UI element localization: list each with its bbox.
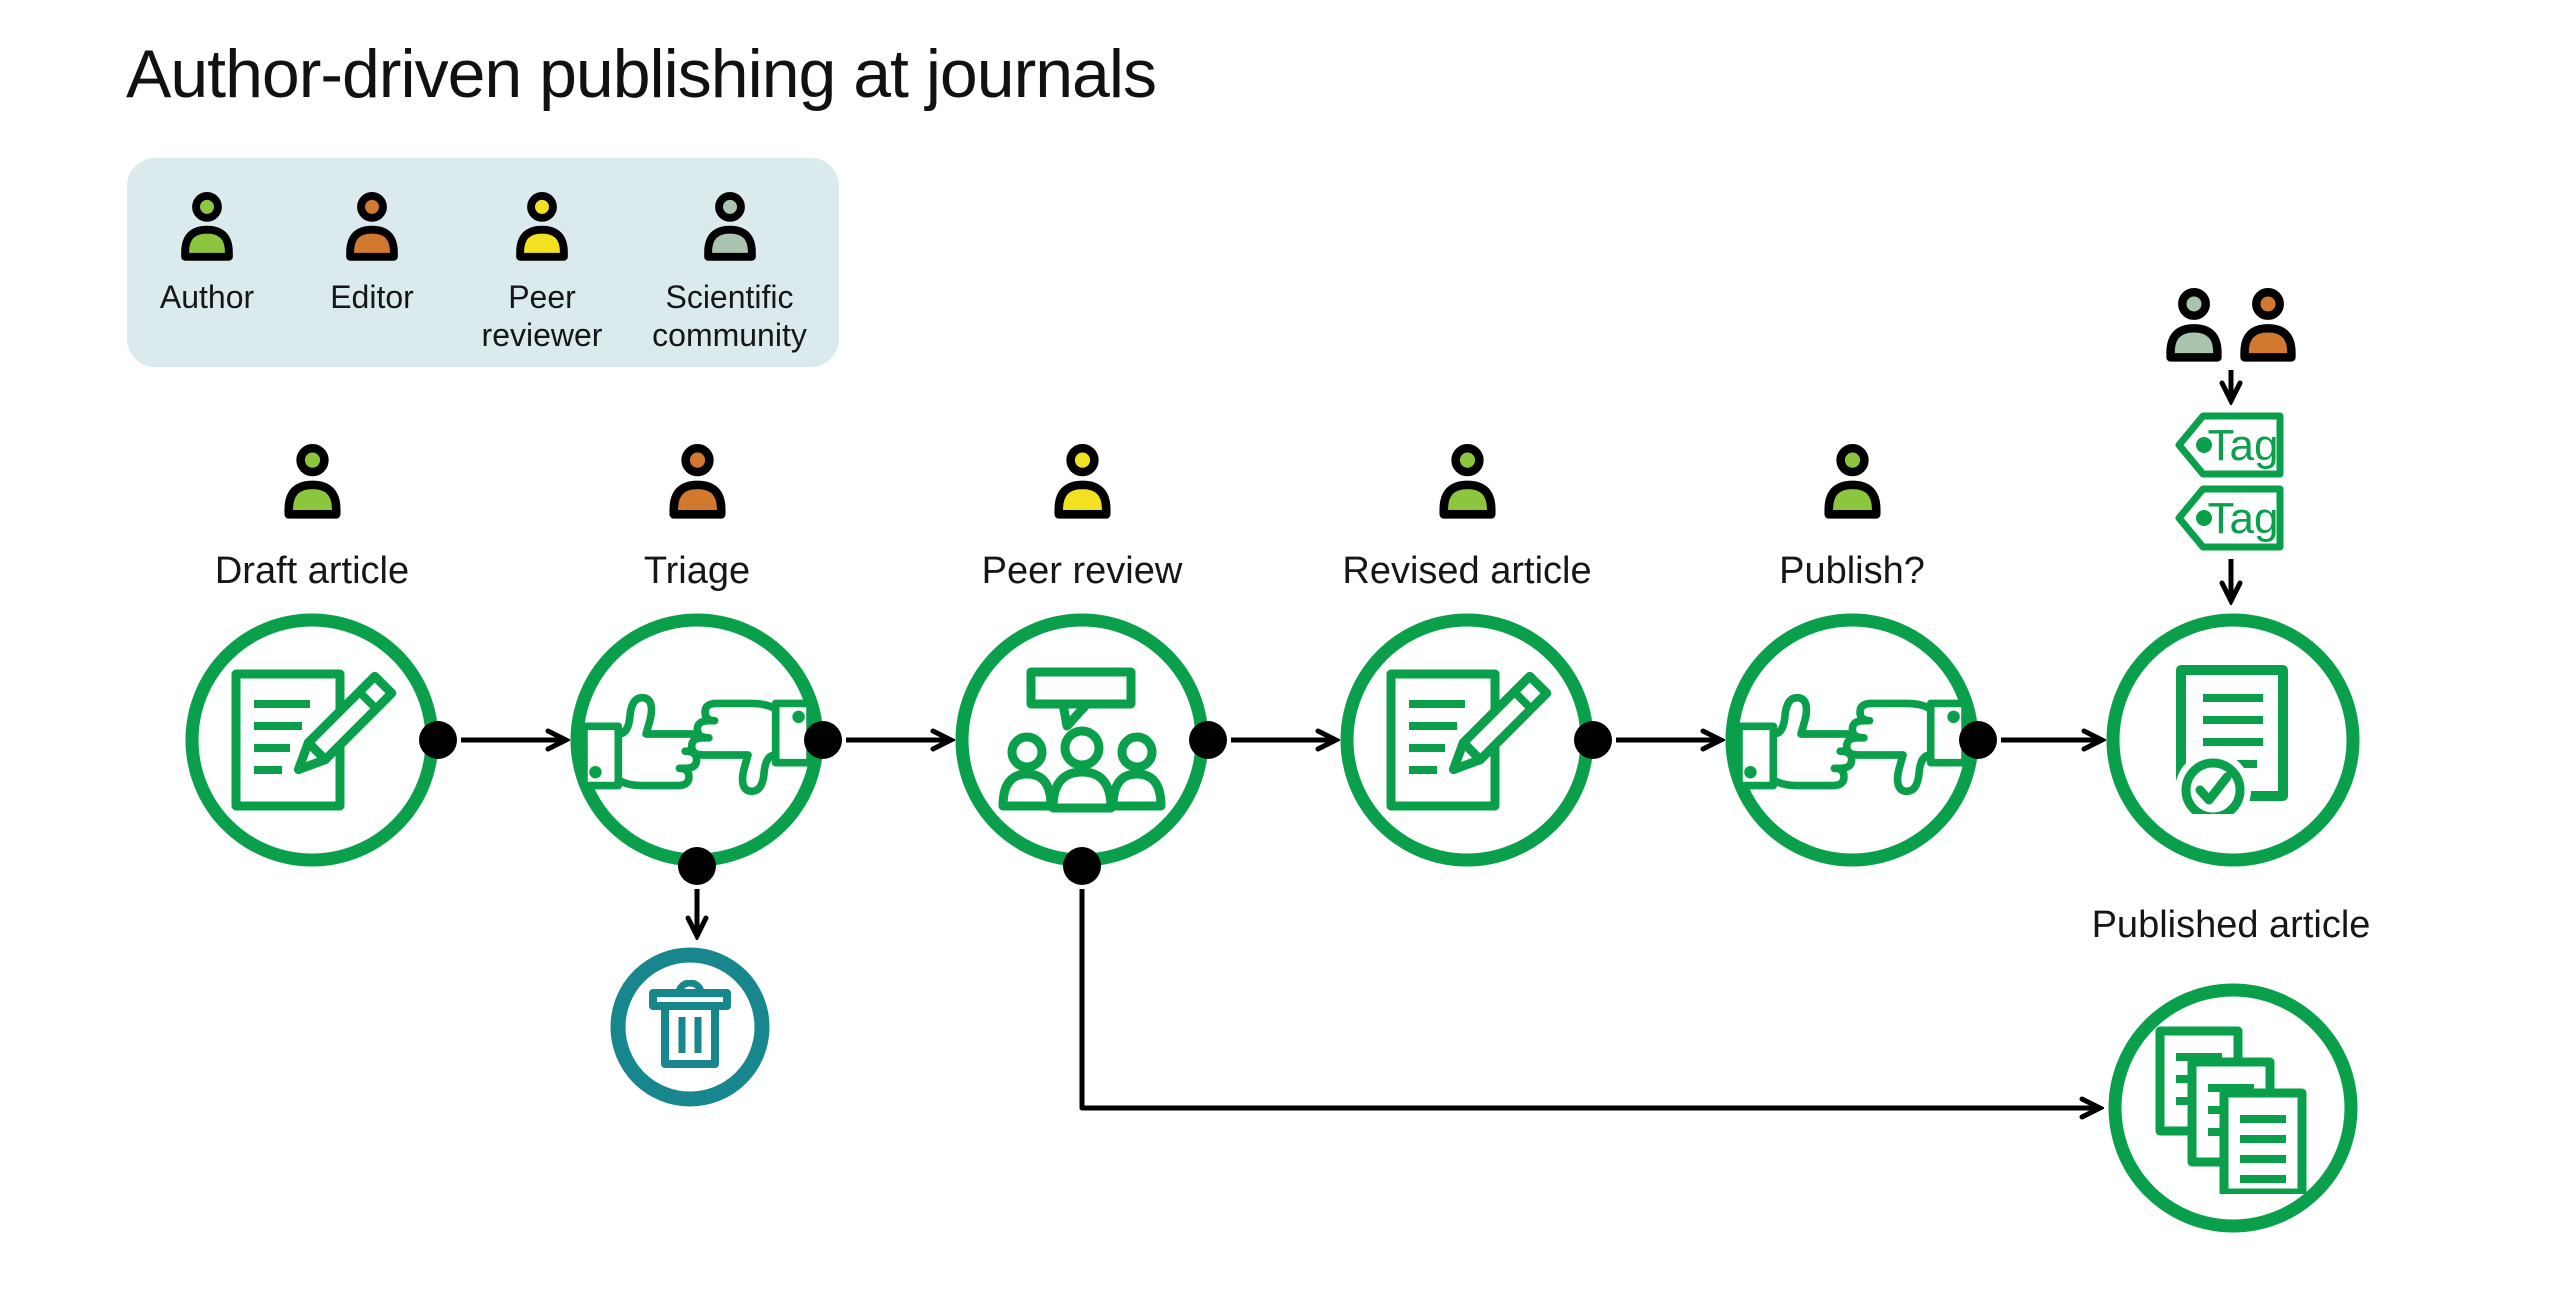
peer-reviewer-person-icon xyxy=(514,192,570,262)
tag-label: Tag xyxy=(2208,421,2279,470)
step-label-peer-review: Peer review xyxy=(981,550,1183,592)
legend-item-scientific-community: Scientific community xyxy=(627,192,832,354)
connector-dot xyxy=(1189,721,1227,759)
legend-label: Editor xyxy=(330,279,414,315)
legend-label: Author xyxy=(159,279,255,315)
trash-icon xyxy=(653,983,727,1064)
tag-label: Tag xyxy=(2208,494,2279,543)
editor-person-icon xyxy=(2245,292,2292,357)
editor-person-icon xyxy=(344,192,400,262)
peer-reviewer-person-icon xyxy=(1059,448,1107,514)
published-article-label: Published article xyxy=(2091,904,2371,946)
editor-person-icon xyxy=(674,448,722,514)
legend-item-editor: Editor xyxy=(287,192,457,316)
flow-arrow-peer-review-to-published xyxy=(1079,889,2100,1108)
legend-item-peer-reviewer: Peer reviewer xyxy=(457,192,627,354)
author-person-icon xyxy=(289,448,337,514)
legend-label: Scientific community xyxy=(652,279,807,353)
page-title: Author-driven publishing at journals xyxy=(126,36,1157,112)
tag-icon: Tag xyxy=(2175,485,2284,551)
author-person-icon xyxy=(1444,448,1492,514)
step-label-revised-article: Revised article xyxy=(1342,550,1592,592)
community-person-icon xyxy=(2171,292,2218,357)
tag-icon: Tag xyxy=(2175,412,2284,478)
connector-dot xyxy=(1574,721,1612,759)
author-person-icon xyxy=(1829,448,1877,514)
step-label-triage: Triage xyxy=(643,550,751,592)
step-label-draft-article: Draft article xyxy=(214,550,410,592)
author-person-icon xyxy=(179,192,235,262)
community-person-icon xyxy=(702,192,758,262)
legend-item-author: Author xyxy=(127,192,287,316)
connector-dot xyxy=(1063,847,1101,885)
legend-box: Author Editor Peer reviewer Scientific c… xyxy=(127,158,839,367)
connector-dot xyxy=(678,847,716,885)
connector-dot xyxy=(1959,721,1997,759)
connector-dot xyxy=(804,721,842,759)
connector-dot xyxy=(419,721,457,759)
step-label-publish: Publish? xyxy=(1779,550,1925,592)
legend-label: Peer reviewer xyxy=(481,279,603,353)
